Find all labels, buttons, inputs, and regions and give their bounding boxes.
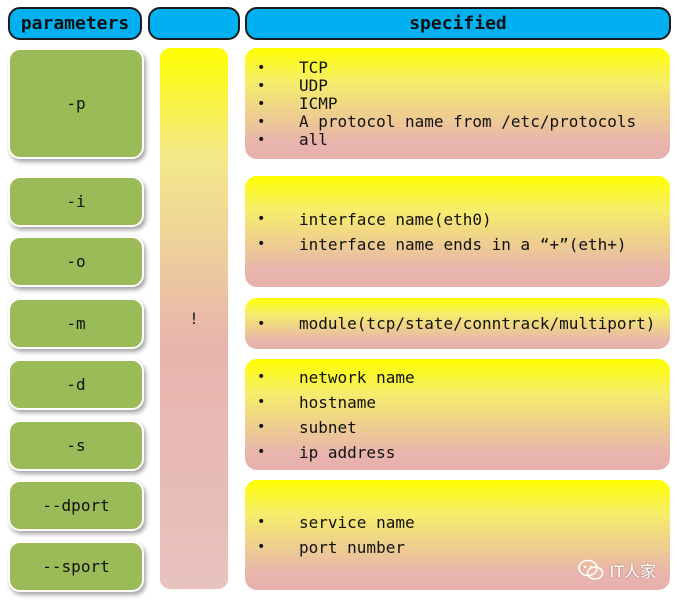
list-item: • module(tcp/state/conntrack/multiport): [255, 314, 670, 334]
list-item-text: network name: [299, 367, 415, 387]
list-item: • port number: [255, 535, 670, 560]
list-item: • A protocol name from /etc/protocols: [255, 111, 670, 131]
param-label: --dport: [42, 496, 110, 515]
param-sport: --sport: [8, 541, 144, 592]
spec-box-port: • service name • port number: [245, 480, 670, 590]
list-item: • TCP: [255, 57, 670, 77]
list-item-text: service name: [299, 513, 415, 532]
list-item: • interface name(eth0): [255, 207, 670, 232]
param-label: -o: [66, 252, 86, 271]
list-item-text: subnet: [299, 417, 357, 437]
list-item: • hostname: [255, 390, 670, 415]
param-o: -o: [8, 236, 144, 287]
bullet: •: [257, 393, 266, 410]
list-item: • network name: [255, 365, 670, 390]
param-label: -d: [66, 375, 86, 394]
bullet: •: [257, 539, 266, 555]
list-item-text: UDP: [299, 75, 328, 95]
list-item-text: hostname: [299, 392, 377, 412]
bullet: •: [257, 113, 266, 130]
list-item: • subnet: [255, 415, 670, 440]
list-item: • UDP: [255, 75, 670, 95]
list-item-text: module(tcp/state/conntrack/multiport): [299, 313, 656, 333]
header-specified: specified: [245, 7, 671, 40]
list-item: • interface name ends in a “+”(eth+): [255, 232, 670, 257]
param-i: -i: [8, 176, 144, 227]
param-label: -s: [66, 436, 86, 455]
spec-box-address: • network name • hostname • subnet • ip addr…: [245, 359, 670, 470]
list-item-text: ICMP: [299, 93, 338, 113]
watermark: IT人家: [577, 558, 657, 582]
list-item-text: port number: [299, 538, 405, 557]
param-s: -s: [8, 420, 144, 471]
spec-box-interface: • interface name(eth0) • interface name en…: [245, 176, 670, 287]
bullet: •: [257, 59, 266, 76]
list-item-text: A protocol name from /etc/protocols: [299, 111, 637, 131]
param-dport: --dport: [8, 480, 144, 531]
list-item: • service name: [255, 510, 670, 535]
header-specified-label: specified: [409, 13, 507, 34]
bullet: •: [257, 95, 266, 112]
header-parameters-label: parameters: [20, 13, 130, 34]
watermark-text: IT人家: [609, 562, 657, 581]
bullet: •: [257, 315, 266, 332]
param-label: -i: [66, 192, 86, 211]
bullet: •: [257, 443, 266, 460]
param-label: --sport: [42, 557, 110, 576]
bullet: •: [257, 368, 266, 385]
list-item: • ip address: [255, 440, 670, 465]
bullet: •: [257, 131, 266, 148]
spec-box-protocol: • TCP • UDP • ICMP • A protocol name from /e…: [245, 48, 670, 159]
param-label: -p: [66, 94, 86, 113]
negation-column: !: [160, 48, 228, 589]
bullet: •: [257, 514, 266, 530]
list-item-text: interface name(eth0): [299, 209, 492, 229]
param-p: -p: [8, 48, 144, 159]
bullet: •: [257, 418, 266, 435]
header-parameters: parameters: [8, 7, 142, 40]
list-item-text: ip address: [299, 442, 396, 462]
param-m: -m: [8, 298, 144, 349]
list-item-text: interface name ends in a “+”(eth+): [299, 234, 627, 254]
param-label: -m: [66, 314, 86, 333]
param-d: -d: [8, 359, 144, 410]
header-negation: [148, 7, 240, 40]
list-item-text: TCP: [299, 57, 328, 77]
list-item: • all: [255, 129, 670, 149]
bullet: •: [257, 77, 266, 94]
bullet: •: [257, 235, 266, 252]
list-item-text: all: [299, 129, 328, 149]
negation-symbol: !: [189, 309, 199, 328]
bullet: •: [257, 210, 266, 227]
spec-box-module: • module(tcp/state/conntrack/multiport): [245, 298, 670, 349]
wechat-icon: [577, 559, 604, 581]
list-item: • ICMP: [255, 93, 670, 113]
